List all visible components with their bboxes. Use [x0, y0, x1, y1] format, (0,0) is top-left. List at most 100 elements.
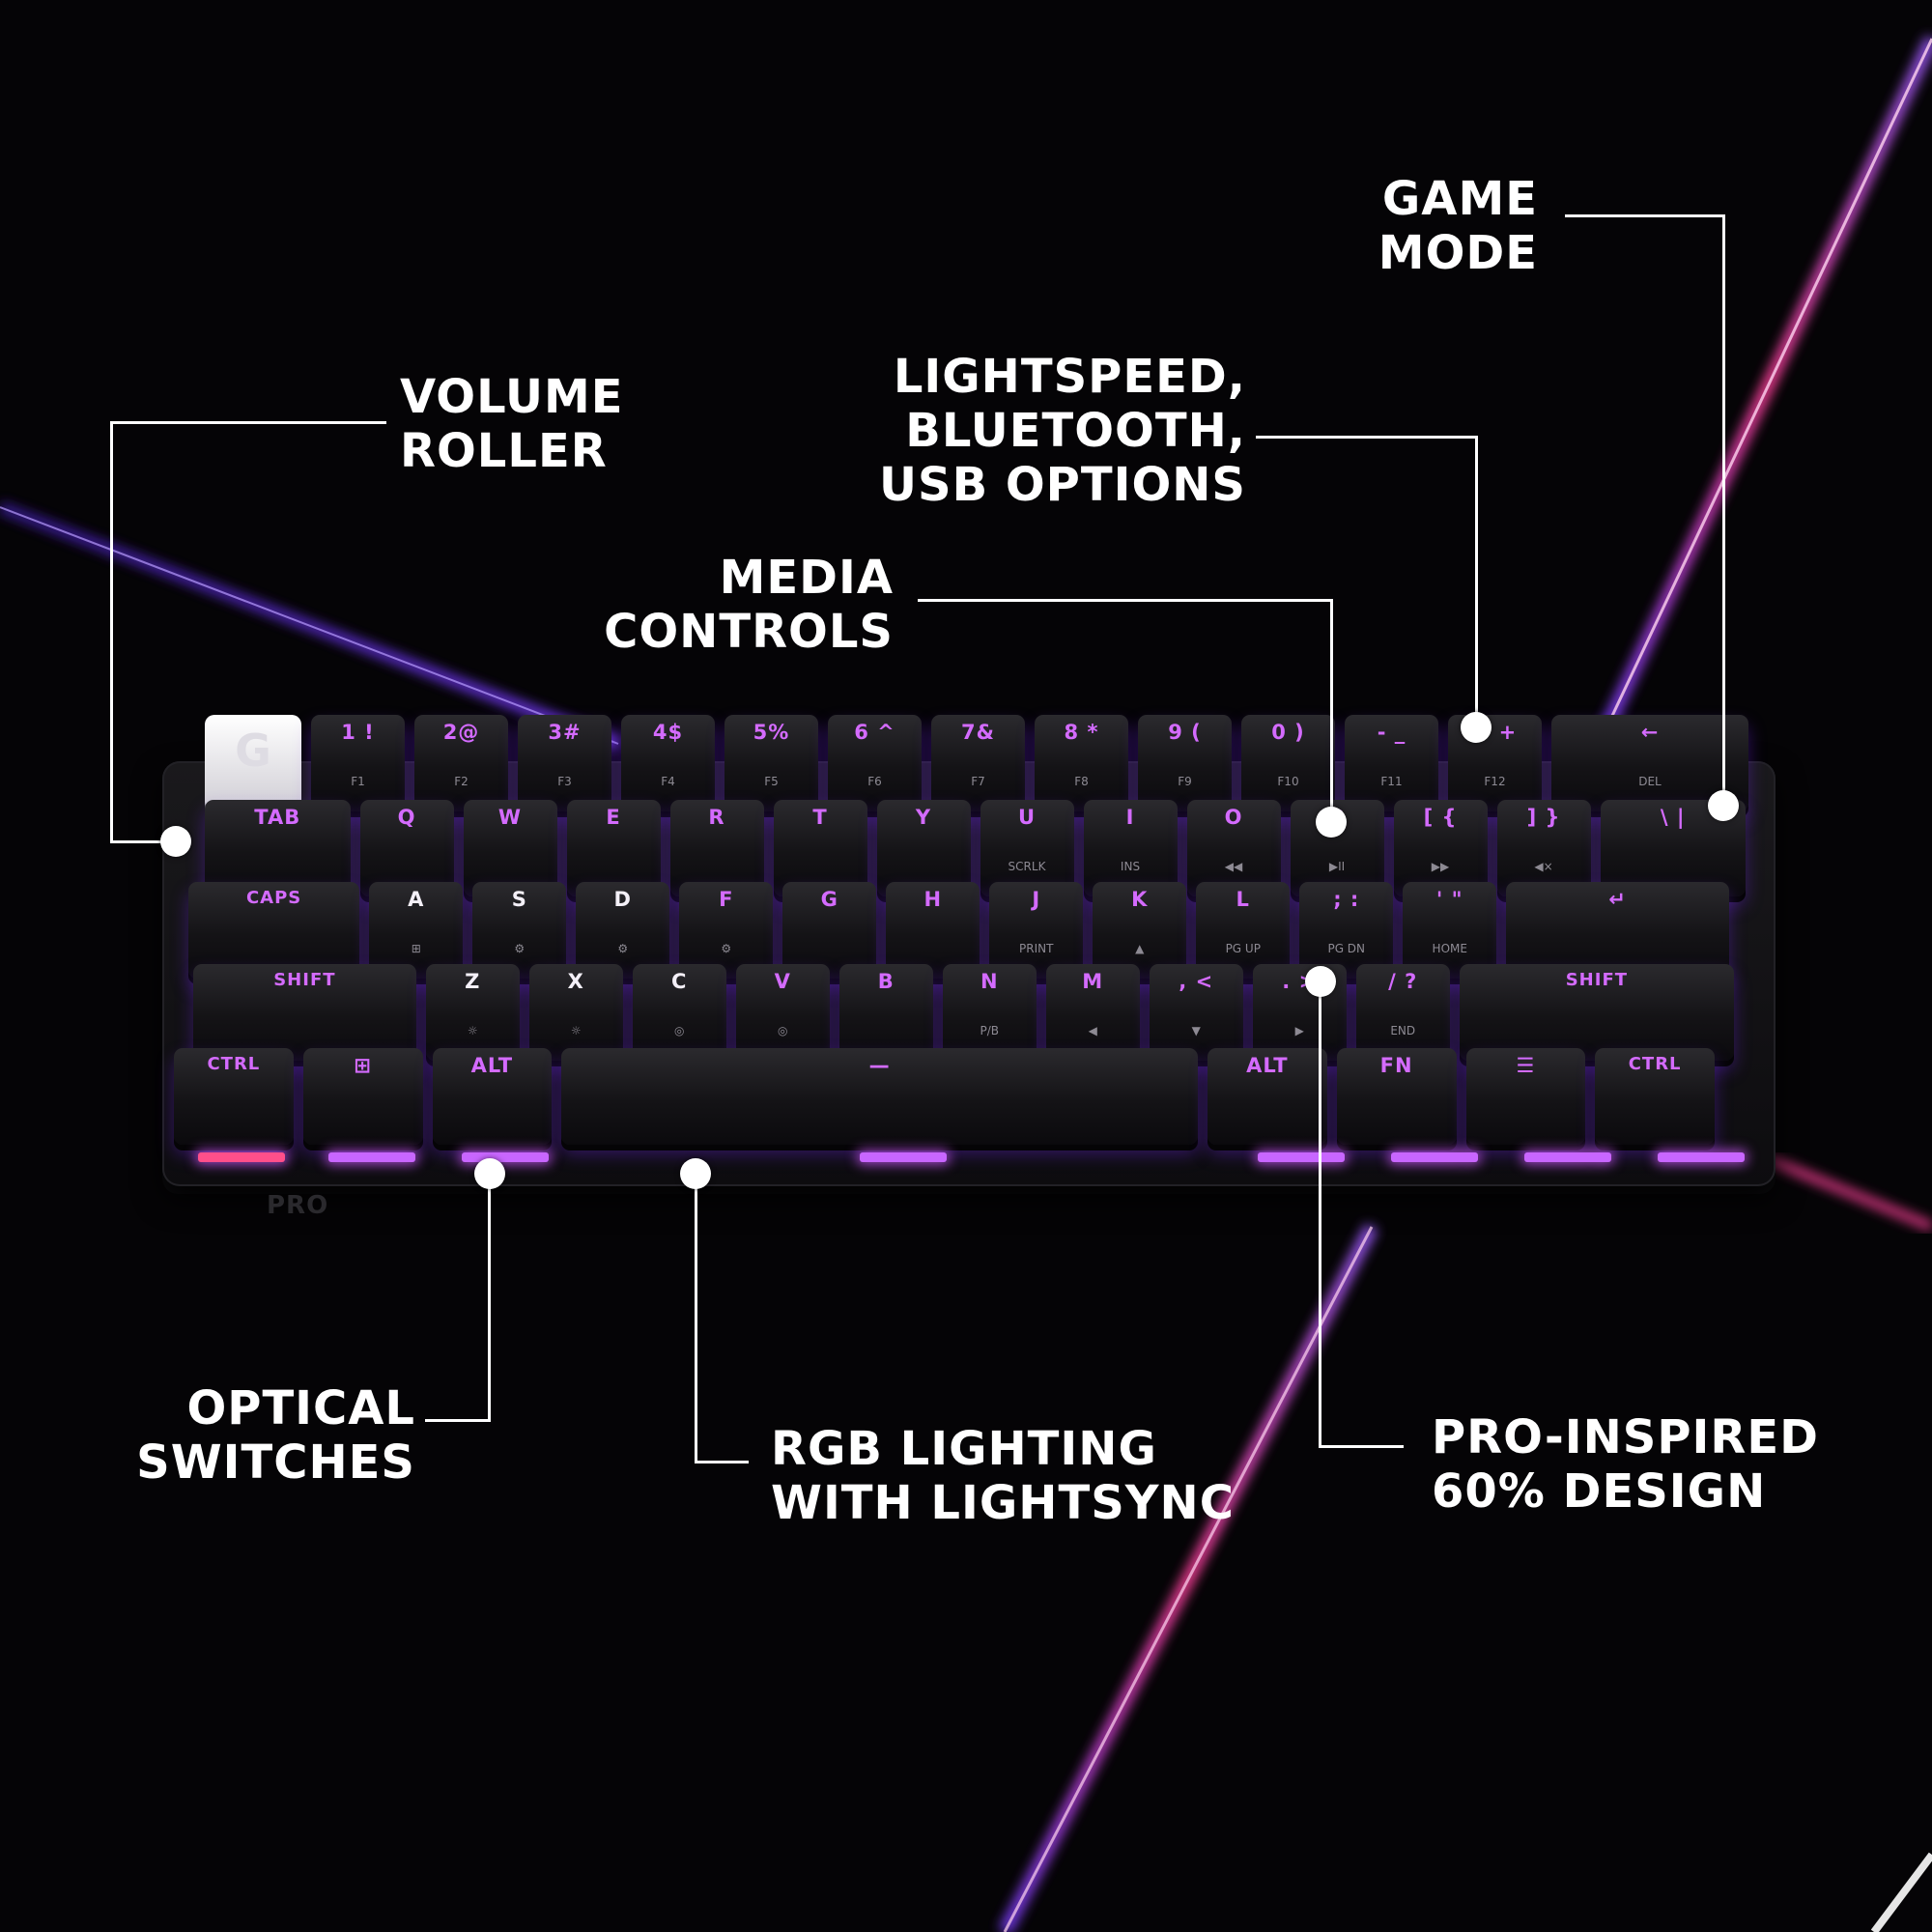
- key-2-6[interactable]: H: [886, 882, 980, 979]
- key-0-1[interactable]: 2@F2: [414, 715, 508, 811]
- key-1-5[interactable]: T: [773, 800, 867, 896]
- streak-right-lower: [1766, 1154, 1932, 1232]
- key-1-11[interactable]: [ {▶▶: [1393, 800, 1488, 896]
- key-2-7[interactable]: J PRINT: [989, 882, 1084, 979]
- dot-media: [1316, 807, 1347, 838]
- callout-media-line2: CONTROLS: [604, 605, 894, 659]
- key-2-1[interactable]: A⊞: [369, 882, 464, 979]
- key-legend: Y: [915, 806, 932, 829]
- key-legend: 6 ^: [854, 721, 895, 744]
- key-sublegend: P/B: [980, 1024, 999, 1037]
- key-legend: T: [812, 806, 828, 829]
- key-0-4[interactable]: 5%F5: [724, 715, 818, 811]
- key-2-10[interactable]: ; :PG DN: [1299, 882, 1394, 979]
- key-2-12[interactable]: ↵: [1506, 882, 1729, 979]
- key-1-1[interactable]: Q: [359, 800, 454, 896]
- key-sublegend: F8: [1074, 775, 1089, 788]
- key-4-0[interactable]: CTRL: [174, 1048, 294, 1145]
- key-2-0[interactable]: CAPS: [188, 882, 360, 979]
- key-0-0[interactable]: 1 !F1: [311, 715, 405, 811]
- key-4-2[interactable]: ALT: [432, 1048, 553, 1145]
- key-sublegend: PG UP: [1225, 942, 1261, 955]
- key-2-3[interactable]: D⚙: [576, 882, 670, 979]
- key-4-3[interactable]: —: [561, 1048, 1198, 1145]
- dot-design: [1305, 966, 1336, 997]
- key-3-8[interactable]: , <▼: [1149, 964, 1243, 1061]
- key-0-10[interactable]: - _F11: [1345, 715, 1438, 811]
- leader-game-mode-v: [1722, 214, 1725, 806]
- key-4-7[interactable]: CTRL: [1595, 1048, 1715, 1145]
- key-sublegend: PRINT: [1019, 942, 1054, 955]
- key-0-7[interactable]: 8 * F8: [1035, 715, 1128, 811]
- key-3-9[interactable]: . >▶: [1252, 964, 1347, 1061]
- key-0-2[interactable]: 3#F3: [518, 715, 611, 811]
- key-1-12[interactable]: ] } ◀×: [1496, 800, 1591, 896]
- key-legend: ↵: [1608, 888, 1627, 911]
- key-legend: CTRL: [1628, 1054, 1682, 1074]
- key-sublegend: ◎: [778, 1024, 788, 1037]
- key-4-5[interactable]: FN: [1336, 1048, 1457, 1145]
- key-legend: D: [613, 888, 632, 911]
- key-1-2[interactable]: W: [463, 800, 557, 896]
- key-2-11[interactable]: ' "HOME: [1403, 882, 1497, 979]
- key-0-8[interactable]: 9 (F9: [1138, 715, 1232, 811]
- key-sublegend: ◎: [674, 1024, 685, 1037]
- key-legend: B: [877, 970, 895, 993]
- key-1-6[interactable]: Y: [876, 800, 971, 896]
- key-legend: ; :: [1333, 888, 1360, 911]
- key-1-0[interactable]: TAB: [205, 800, 351, 896]
- key-sublegend: ⚙: [617, 942, 629, 955]
- key-legend: , <: [1179, 970, 1214, 993]
- key-3-0[interactable]: SHIFT: [193, 964, 416, 1061]
- key-legend: SHIFT: [273, 970, 336, 990]
- key-legend: 8 *: [1064, 721, 1099, 744]
- key-legend: - _: [1377, 721, 1406, 744]
- key-3-3[interactable]: C◎: [632, 964, 726, 1061]
- key-3-11[interactable]: SHIFT: [1459, 964, 1734, 1061]
- callout-media-line1: MEDIA: [719, 551, 894, 605]
- key-3-4[interactable]: V◎: [735, 964, 830, 1061]
- key-1-4[interactable]: R: [669, 800, 764, 896]
- key-legend: CTRL: [207, 1054, 261, 1074]
- key-1-3[interactable]: E: [566, 800, 661, 896]
- key-3-10[interactable]: / ?END: [1355, 964, 1450, 1061]
- key-4-6[interactable]: ☰: [1465, 1048, 1586, 1145]
- leader-design-v: [1319, 980, 1321, 1448]
- callout-connectivity: LIGHTSPEED, BLUETOOTH, USB OPTIONS: [850, 350, 1246, 512]
- key-2-8[interactable]: K▲: [1093, 882, 1187, 979]
- key-legend: J: [1032, 888, 1041, 911]
- key-0-9[interactable]: 0 )F10: [1241, 715, 1335, 811]
- key-0-6[interactable]: 7&F7: [931, 715, 1025, 811]
- key-4-4[interactable]: ALT: [1208, 1048, 1327, 1145]
- key-0-5[interactable]: 6 ^ F6: [828, 715, 922, 811]
- key-legend: ] }: [1526, 806, 1561, 829]
- key-2-9[interactable]: L PG UP: [1196, 882, 1291, 979]
- leader-optical-v: [488, 1174, 491, 1422]
- key-sublegend: ⊞: [411, 942, 421, 955]
- key-2-5[interactable]: G: [782, 882, 877, 979]
- key-3-7[interactable]: M◀: [1045, 964, 1140, 1061]
- key-1-9[interactable]: O◀◀: [1186, 800, 1281, 896]
- key-legend: V: [774, 970, 791, 993]
- key-3-5[interactable]: B: [838, 964, 933, 1061]
- dot-rgb: [680, 1158, 711, 1189]
- key-3-2[interactable]: X☼: [528, 964, 623, 1061]
- key-legend: 0 ): [1271, 721, 1305, 744]
- key-3-1[interactable]: Z☼: [425, 964, 520, 1061]
- key-sublegend: ◀×: [1534, 860, 1553, 873]
- key-4-1[interactable]: ⊞: [302, 1048, 423, 1145]
- key-2-2[interactable]: S⚙: [472, 882, 567, 979]
- key-2-4[interactable]: F⚙: [679, 882, 774, 979]
- key-sublegend: ⚙: [721, 942, 732, 955]
- callout-optical-line2: SWITCHES: [136, 1435, 415, 1490]
- key-legend: 2@: [442, 721, 480, 744]
- key-0-3[interactable]: 4$F4: [621, 715, 715, 811]
- volume-roller[interactable]: G: [205, 715, 301, 811]
- underglow-strip: [1391, 1152, 1478, 1162]
- key-sublegend: F6: [867, 775, 882, 788]
- key-legend: ALT: [470, 1054, 514, 1077]
- key-legend: L: [1236, 888, 1250, 911]
